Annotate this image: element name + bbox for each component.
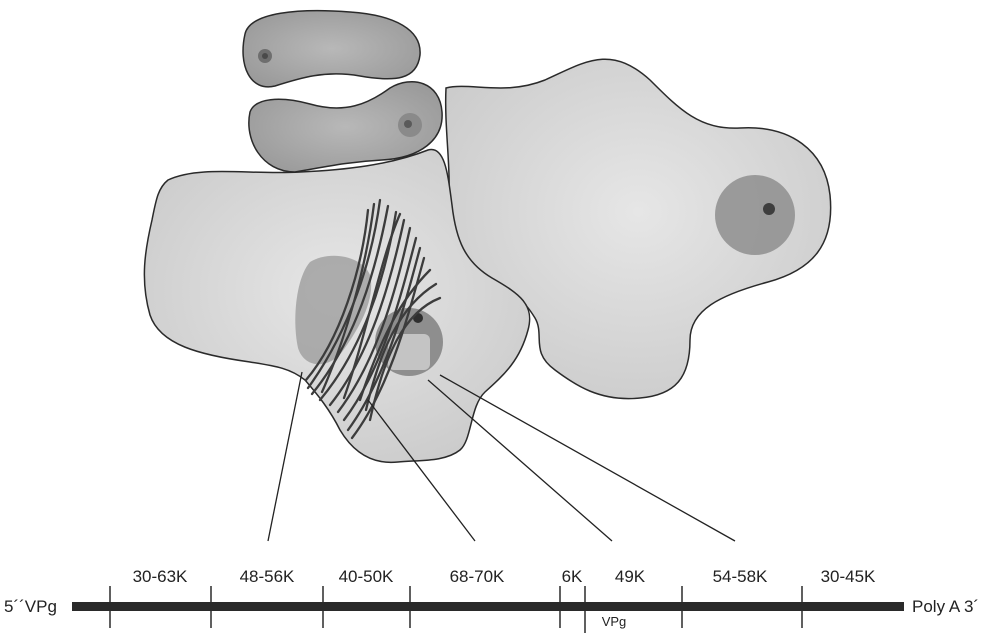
segment-label-p1: 30-63K <box>133 567 188 586</box>
genome-5prime-label: 5´´VPg <box>4 597 57 616</box>
small-cell-middle-nucleolus <box>404 120 412 128</box>
segment-label-ci: 68-70K <box>450 567 505 586</box>
genome-3prime-label: Poly A 3´ <box>912 597 979 616</box>
genome-bar <box>72 602 904 611</box>
small-cell-top-nucleolus <box>262 53 268 59</box>
segment-label-cp: 30-45K <box>821 567 876 586</box>
segment-label-nia: 49K <box>615 567 646 586</box>
vpg-sublabel: VPg <box>602 614 627 629</box>
small-cell-top <box>243 11 420 87</box>
right-cell-nucleolus <box>763 203 775 215</box>
segment-label-hc-pro: 48-56K <box>240 567 295 586</box>
right-cell-nucleus <box>715 175 795 255</box>
segment-label-6k: 6K <box>562 567 583 586</box>
segment-label-p3: 40-50K <box>339 567 394 586</box>
segment-label-nib: 54-58K <box>713 567 768 586</box>
